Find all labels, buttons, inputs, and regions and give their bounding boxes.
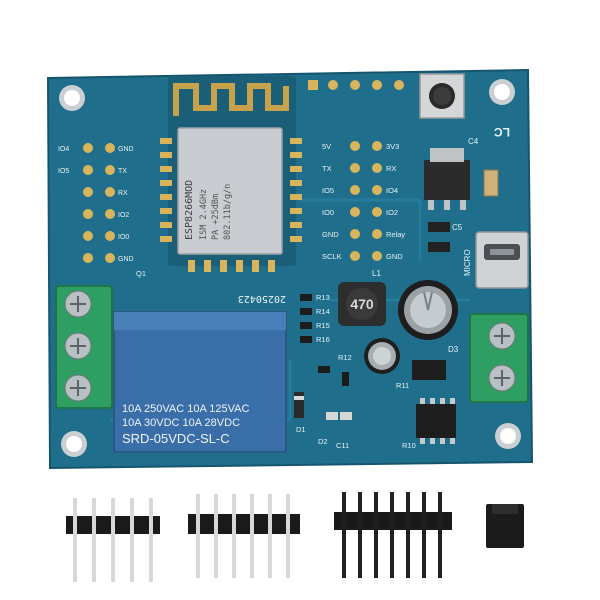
svg-text:IO0: IO0 (118, 234, 129, 241)
power-inductor: 470 (338, 282, 386, 326)
ic-chip (412, 360, 446, 380)
svg-text:C5: C5 (452, 223, 463, 232)
left-header-holes (83, 143, 115, 263)
pin-header-6 (188, 494, 300, 578)
svg-text:R14: R14 (316, 307, 330, 316)
middle-header-holes (350, 141, 382, 261)
svg-text:R11: R11 (396, 381, 409, 390)
svg-text:D2: D2 (318, 437, 328, 446)
esp8266-module: ESP8266MOD ISM 2.4GHz PA +25dBm 802.11b/… (160, 76, 302, 272)
svg-text:IO2: IO2 (118, 212, 129, 219)
led (326, 412, 352, 420)
svg-text:R16: R16 (316, 335, 330, 344)
jumper-cap (486, 504, 524, 548)
svg-text:RX: RX (118, 190, 128, 197)
svg-text:5V: 5V (322, 142, 331, 151)
svg-text:IO2: IO2 (386, 208, 398, 217)
push-button (419, 73, 465, 119)
voltage-regulator (424, 148, 470, 210)
date-code: 20250423 (238, 293, 286, 304)
svg-text:GND: GND (386, 252, 403, 261)
svg-text:3V3: 3V3 (386, 142, 399, 151)
module-line: 802.11b/g/n (223, 184, 233, 240)
svg-text:GND: GND (322, 230, 339, 239)
svg-text:IO5: IO5 (322, 186, 334, 195)
svg-text:R13: R13 (316, 293, 330, 302)
antenna-trace (173, 83, 289, 116)
svg-text:RX: RX (386, 164, 396, 173)
screw-terminal-right (469, 313, 529, 403)
inductor-value: 470 (350, 296, 374, 312)
svg-text:SCLK: SCLK (322, 252, 342, 261)
smd-component (428, 222, 450, 252)
svg-text:TX: TX (322, 164, 332, 173)
relay: 10A 250VAC 10A 125VAC 10A 30VDC 10A 28VD… (113, 311, 287, 453)
pin-header-7 (334, 492, 452, 578)
component-labels: C4 C5 D3 R13 R14 R15 R16 R12 L1 R11 R10 … (136, 137, 479, 450)
svg-text:R15: R15 (316, 321, 330, 330)
relay-rating-line: 10A 30VDC 10A 28VDC (122, 417, 240, 429)
svg-text:IO5: IO5 (58, 168, 69, 175)
svg-text:GND: GND (118, 256, 134, 263)
module-line: PA +25dBm (211, 194, 221, 240)
mounting-hole (61, 431, 87, 457)
svg-text:IO4: IO4 (386, 186, 398, 195)
electrolytic-capacitor-large (398, 280, 458, 340)
diode (294, 392, 304, 418)
svg-text:GND: GND (118, 146, 134, 153)
relay-model: SRD-05VDC-SL-C (122, 431, 230, 446)
svg-text:L1: L1 (372, 269, 381, 278)
svg-text:TX: TX (118, 168, 127, 175)
svg-text:R10: R10 (402, 441, 416, 450)
svg-text:D3: D3 (448, 345, 459, 354)
ic-chip (416, 398, 456, 444)
svg-text:D1: D1 (296, 425, 306, 434)
svg-text:IO0: IO0 (322, 208, 334, 217)
svg-text:Q1: Q1 (136, 269, 146, 278)
svg-text:Relay: Relay (386, 230, 405, 239)
pin-header-5 (66, 498, 160, 582)
screw-terminal-left (55, 285, 113, 409)
left-header-labels: GND TX RX IO2 IO0 GND IO4 IO5 (58, 146, 134, 263)
mounting-hole (489, 79, 515, 105)
micro-usb-connector (475, 231, 529, 289)
module-shield (177, 127, 283, 255)
svg-text:R12: R12 (338, 353, 352, 362)
smd-capacitor (483, 169, 499, 197)
mounting-hole (59, 85, 85, 111)
relay-rating-line: 10A 250VAC 10A 125VAC (122, 403, 249, 415)
svg-text:IO4: IO4 (58, 146, 69, 153)
svg-text:C11: C11 (336, 441, 349, 450)
top-header-holes (308, 80, 404, 90)
module-label: ESP8266MOD (184, 180, 195, 240)
mounting-hole (495, 423, 521, 449)
electrolytic-capacitor-small (364, 338, 400, 374)
module-line: ISM 2.4GHz (199, 189, 209, 240)
micro-label: MICRO (463, 249, 472, 276)
svg-text:C4: C4 (468, 137, 479, 146)
middle-header-labels: 5V TX IO5 IO0 GND SCLK 3V3 RX IO4 IO2 Re… (322, 142, 405, 261)
smd-resistors (300, 294, 349, 386)
corner-label: LC (494, 125, 510, 139)
